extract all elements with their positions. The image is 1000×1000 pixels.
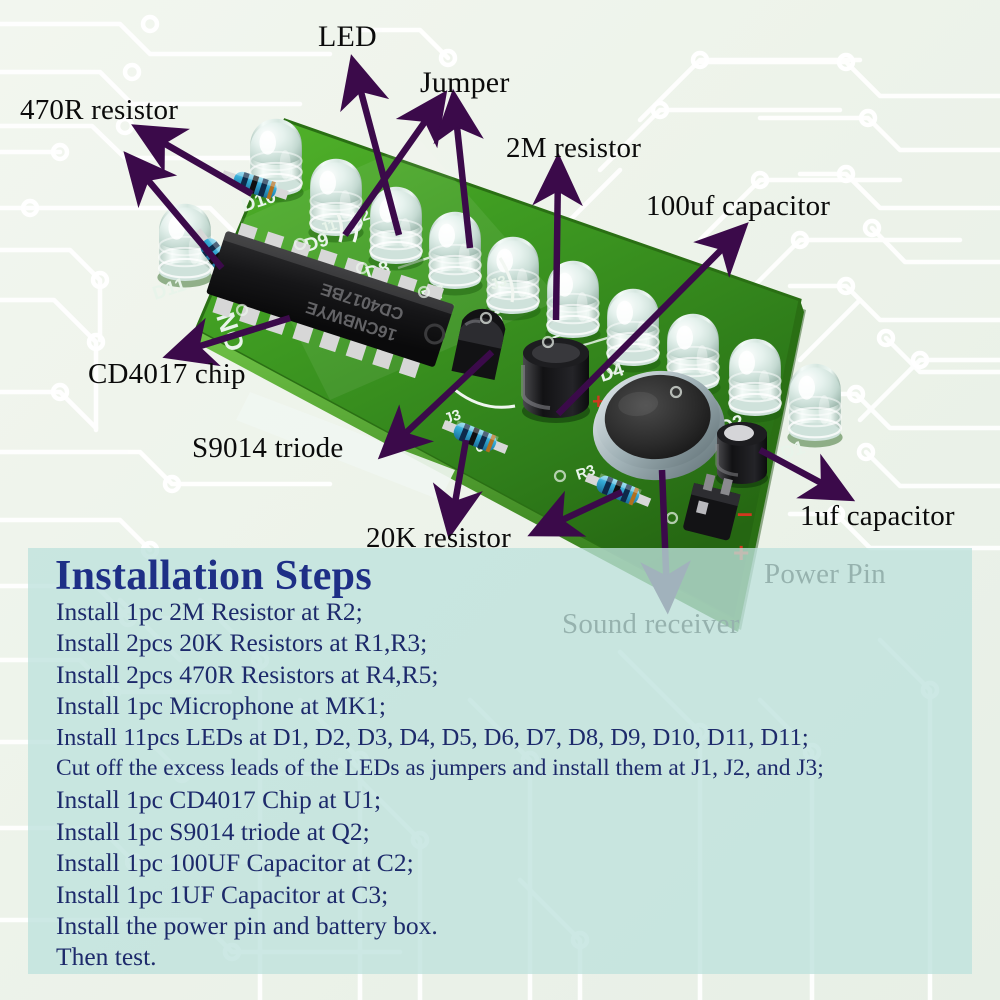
installation-step: Install 1pc 100UF Capacitor at C2; [56, 848, 414, 878]
callout-470r-resistor: 470R resistor [20, 94, 179, 126]
installation-step: Install 1pc S9014 triode at Q2; [56, 816, 370, 846]
callout-s9014-triode: S9014 triode [192, 432, 344, 464]
callout-led: LED [318, 20, 377, 53]
installation-step: Install 1pc 2M Resistor at R2; [56, 597, 363, 626]
installation-step: Install 1pc 1UF Capacitor at C3; [56, 879, 389, 909]
callout-2m-resistor: 2M resistor [506, 132, 642, 164]
installation-step: Cut off the excess leads of the LEDs as … [56, 755, 824, 782]
callout-100uf-capacitor: 100uf capacitor [646, 190, 831, 222]
installation-step: Install 1pc Microphone at MK1; [56, 691, 387, 721]
installation-step: Install 2pcs 20K Resistors at R1,R3; [56, 628, 428, 658]
callout-20k-resistor: 20K resistor [366, 522, 511, 554]
panel-title: Installation Steps [55, 553, 372, 599]
installation-step: Install the power pin and battery box. [56, 911, 438, 941]
installation-step: Install 2pcs 470R Resistors at R4,R5; [56, 659, 439, 689]
installation-panel [28, 548, 972, 974]
callout-jumper: Jumper [420, 66, 510, 99]
callout-1uf-capacitor: 1uf capacitor [800, 500, 955, 532]
installation-step: Install 1pc CD4017 Chip at U1; [56, 785, 382, 815]
installation-step: Install 11pcs LEDs at D1, D2, D3, D4, D5… [56, 723, 809, 751]
installation-step: Then test. [56, 942, 157, 972]
installation-steps-list: Install 1pc 2M Resistor at R2;Install 2p… [56, 596, 956, 973]
callout-cd4017-chip: CD4017 chip [88, 358, 246, 390]
